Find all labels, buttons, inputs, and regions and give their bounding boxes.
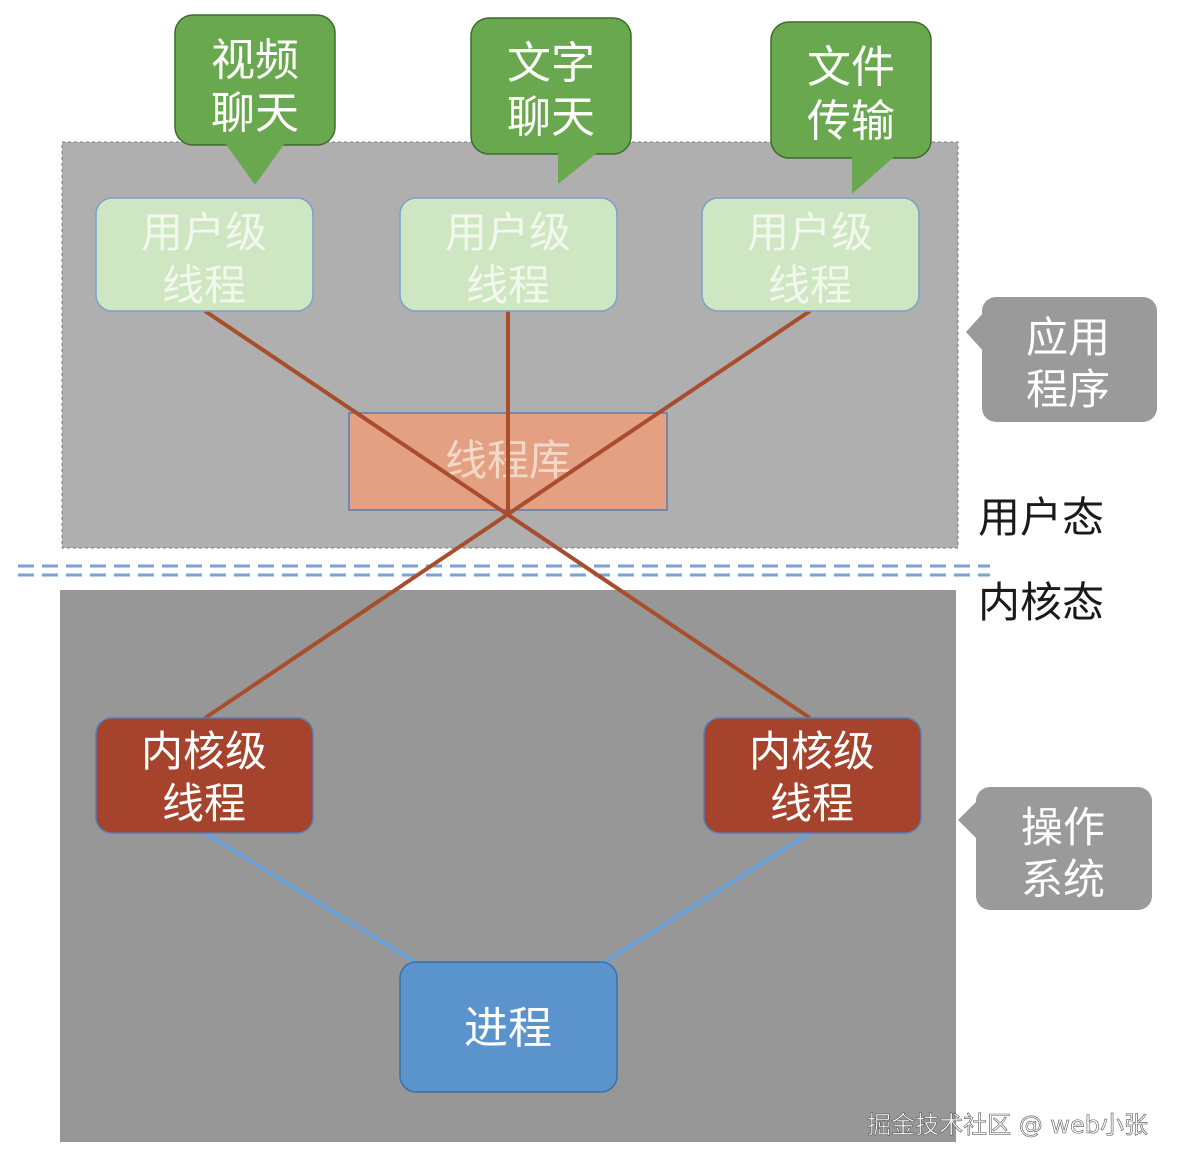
- callout-text-chat: 文字 聊天: [470, 17, 632, 184]
- application-label-line2: 程序: [1026, 365, 1110, 414]
- callout-text-chat-line1: 文字: [507, 38, 595, 89]
- connector-kernel1-process: [203, 831, 422, 967]
- user-thread-2: 用户级 线程: [399, 197, 618, 312]
- callout-video-chat-line1: 视频: [211, 35, 299, 86]
- kernel-thread-1: 内核级 线程: [95, 717, 314, 834]
- user-thread-3-line1: 用户级: [747, 208, 873, 257]
- callout-file-transfer: 文件 传输: [770, 21, 932, 194]
- os-label-line2: 系统: [1021, 855, 1105, 904]
- mode-divider: [18, 564, 990, 577]
- callout-video-chat-line2: 聊天: [211, 88, 299, 139]
- callout-file-transfer-line1: 文件: [807, 42, 895, 93]
- kernel-thread-1-line2: 线程: [162, 779, 246, 828]
- user-kernel-connectors: [203, 309, 812, 720]
- user-thread-3: 用户级 线程: [701, 197, 920, 312]
- process-box: 进程: [399, 961, 618, 1093]
- callout-text-chat-line2: 聊天: [507, 92, 595, 143]
- user-thread-1: 用户级 线程: [95, 197, 314, 312]
- callout-file-transfer-line2: 传输: [807, 96, 895, 147]
- user-thread-1-line2: 线程: [162, 261, 246, 310]
- user-thread-2-line2: 线程: [466, 261, 550, 310]
- kernel-thread-2: 内核级 线程: [703, 717, 922, 834]
- user-thread-3-line2: 线程: [768, 261, 852, 310]
- connector-kernel2-process: [598, 831, 812, 967]
- os-label-line1: 操作: [1021, 803, 1105, 852]
- watermark: 掘金技术社区 @ web小张: [867, 1111, 1148, 1139]
- os-side-label: 操作 系统: [958, 787, 1152, 910]
- kernel-process-connectors: [203, 831, 812, 967]
- kernel-thread-1-line1: 内核级: [141, 727, 267, 776]
- application-side-label: 应用 程序: [966, 297, 1157, 422]
- kernel-mode-label: 内核态: [978, 578, 1104, 627]
- connector-user3-kernel1: [203, 309, 812, 720]
- user-thread-2-line1: 用户级: [445, 208, 571, 257]
- kernel-thread-2-line2: 线程: [770, 779, 854, 828]
- callout-video-chat: 视频 聊天: [174, 14, 336, 185]
- kernel-thread-2-line1: 内核级: [749, 727, 875, 776]
- user-thread-1-line1: 用户级: [141, 208, 267, 257]
- user-mode-label: 用户态: [978, 493, 1104, 542]
- process-label: 进程: [464, 1003, 552, 1054]
- application-label-line1: 应用: [1026, 313, 1110, 362]
